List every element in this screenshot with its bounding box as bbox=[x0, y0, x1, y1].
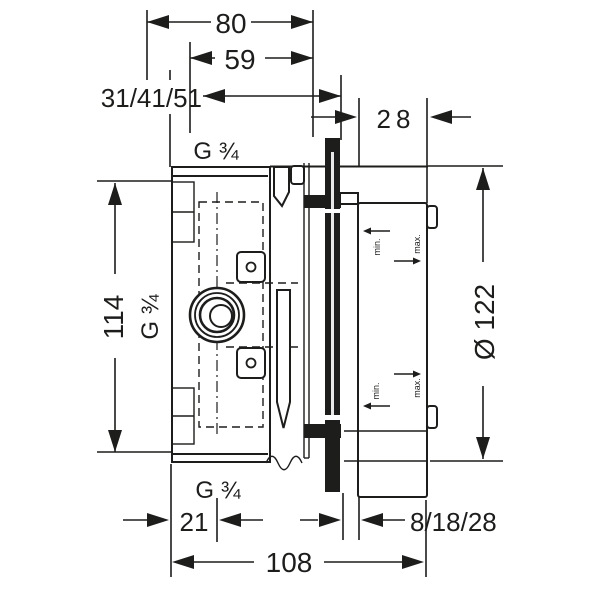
panel-connector-top bbox=[339, 192, 359, 205]
depth-mark-top-min: min. bbox=[363, 227, 390, 256]
max-label-bottom: max. bbox=[412, 378, 422, 398]
dimension-total-depth-108: 108 bbox=[172, 500, 427, 578]
dim-108-label: 108 bbox=[266, 547, 313, 578]
flange-stub bbox=[290, 165, 305, 185]
dimension-body-height-114: 114 bbox=[97, 180, 171, 453]
seal-blade-top bbox=[273, 166, 290, 208]
max-label-top: max. bbox=[412, 234, 422, 254]
dim-diameter-label: Ø 122 bbox=[469, 284, 500, 360]
dim-8-18-28-label: 8/18/28 bbox=[410, 507, 497, 537]
depth-mark-top-max: max. bbox=[394, 234, 422, 265]
depth-mark-bottom-max: max. bbox=[394, 370, 422, 398]
screw-hole-top bbox=[245, 261, 257, 273]
flange-section bbox=[265, 138, 428, 492]
thread-label-bottom: G ¾ bbox=[195, 477, 241, 504]
dim-28-label: 28 bbox=[377, 104, 416, 134]
min-label-top: min. bbox=[372, 238, 382, 255]
thread-label-left: G ¾ bbox=[137, 293, 164, 339]
seal-blade-long bbox=[276, 289, 291, 429]
break-line bbox=[265, 455, 303, 471]
dim-59-label: 59 bbox=[224, 44, 255, 75]
dimension-top-width-80: 80 bbox=[146, 8, 314, 137]
screw-hole-bottom bbox=[245, 357, 257, 369]
dim-21-label: 21 bbox=[180, 507, 209, 537]
depth-mark-bottom-min: min. bbox=[363, 382, 390, 410]
threaded-port-circles bbox=[188, 286, 246, 344]
dimension-min-depth-28: 28 bbox=[311, 98, 471, 203]
panel-tab-top bbox=[426, 205, 438, 229]
hidden-cartridge-outline bbox=[198, 201, 264, 428]
thread-label-top: G ¾ bbox=[193, 138, 239, 165]
dimension-inner-width-59: 59 bbox=[189, 42, 313, 133]
dimension-plaster-depth-range: 8/18/28 bbox=[300, 493, 497, 540]
dim-114-label: 114 bbox=[98, 295, 129, 340]
panel-tab-bottom bbox=[426, 405, 438, 429]
dimension-outer-diameter-122: Ø 122 bbox=[428, 165, 503, 462]
protection-panel: min. max. max. min. bbox=[339, 192, 438, 498]
dim-31-41-51-label: 31/41/51 bbox=[101, 83, 202, 113]
dimension-spacer-depths: 31/41/51 bbox=[101, 70, 342, 167]
panel-body bbox=[357, 202, 428, 498]
screw-tabs bbox=[236, 251, 266, 379]
dim-80-label: 80 bbox=[215, 8, 246, 39]
min-label-bottom: min. bbox=[371, 382, 381, 399]
dimension-axis-offset-21: 21 bbox=[123, 464, 263, 577]
